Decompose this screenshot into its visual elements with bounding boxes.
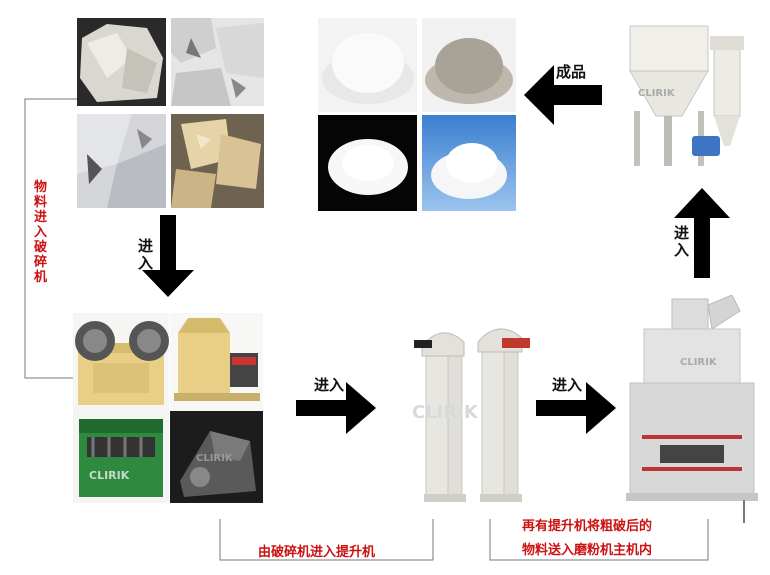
enter-label-right-1: 进入 [314, 376, 345, 394]
elevator-to-mill-caption-line2: 物料送入磨粉机主机内 [522, 543, 653, 558]
product-label: 成品 [556, 63, 587, 81]
watermark-text: CLIRIK [89, 469, 130, 482]
watermark-text: CLIRIK [412, 402, 479, 423]
crusher-to-elevator-caption: 由破碎机进入提升机 [258, 545, 376, 560]
raw-stone-photo-3 [77, 114, 166, 208]
arrow-right-icon [296, 382, 376, 434]
watermark-text: CLIRIK [680, 357, 718, 368]
grinding-mill-machine: CLIRIK [620, 295, 762, 530]
arrow-left-icon [524, 65, 602, 125]
powder-photo-4 [422, 115, 516, 211]
bucket-elevator-machines: CLIRIK [402, 318, 542, 506]
arrow-right-icon [536, 382, 616, 434]
into-crusher-vertical-label: 物 料 进 入 破 碎 机 [34, 180, 48, 285]
raw-stone-photo-4 [171, 114, 264, 208]
raw-stone-photo-2 [171, 18, 264, 106]
cyclone-collector-machine: CLIRIK [622, 16, 752, 174]
arrow-down-icon [142, 215, 194, 297]
enter-label-up: 进 入 [674, 224, 690, 259]
powder-photo-1 [318, 18, 417, 112]
watermark-text: CLIRIK [196, 453, 234, 464]
elevator-to-mill-caption-line1: 再有提升机将粗破后的 [522, 519, 653, 534]
arrow-up-icon [674, 188, 730, 278]
jaw-crusher-machine [73, 313, 169, 411]
heavy-hammer-crusher-machine: CLIRIK [73, 411, 169, 503]
powder-photo-3 [318, 115, 417, 211]
raw-stone-photo-1 [77, 18, 166, 106]
enter-label-right-2: 进入 [552, 376, 583, 394]
hammer-crusher-machine [170, 313, 263, 411]
enter-label-down: 进 入 [138, 237, 154, 272]
impact-crusher-machine: CLIRIK [170, 411, 263, 503]
powder-photo-2 [422, 18, 516, 112]
watermark-text: CLIRIK [638, 88, 676, 99]
